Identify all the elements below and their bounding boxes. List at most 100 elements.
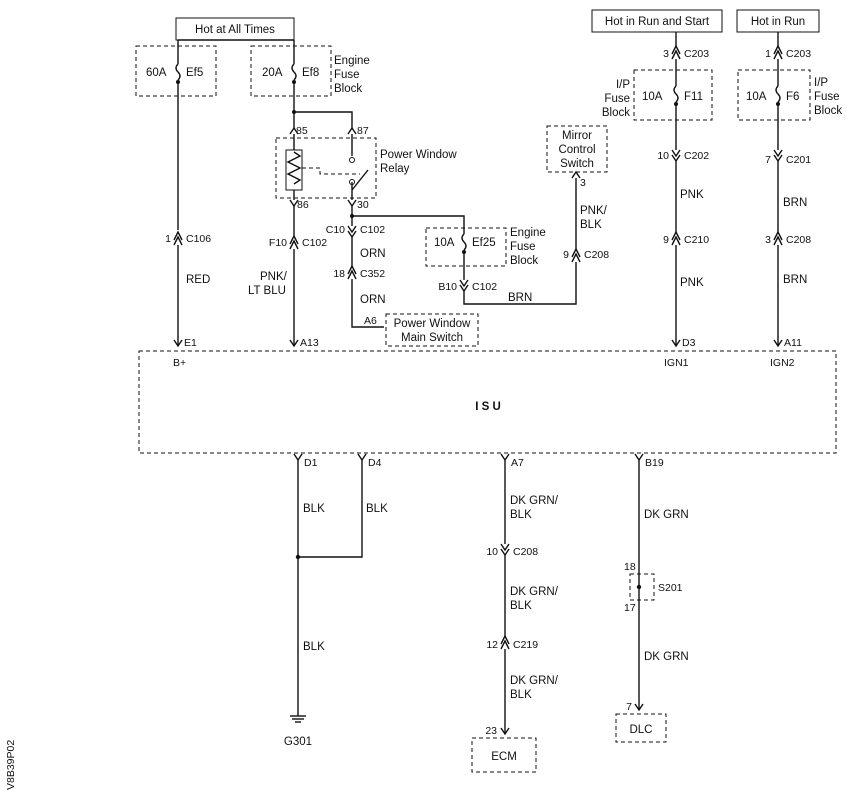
c201-connector-symbol bbox=[773, 149, 783, 163]
figure-id: V8B39P02 bbox=[5, 740, 17, 790]
d4-pin-symbol bbox=[357, 453, 367, 462]
f11-fuse-symbol bbox=[673, 85, 679, 103]
e1-pin-symbol bbox=[173, 339, 183, 348]
ef5-rating: 60A bbox=[146, 67, 167, 79]
engine-fuse-block-2-label-3: Block bbox=[510, 255, 538, 267]
c102-b10-name: C102 bbox=[472, 281, 497, 293]
power-window-main-switch-label-1: Power Window bbox=[394, 318, 471, 330]
pin-e1: E1 bbox=[184, 337, 197, 349]
wire-color-dkgrn-blk-3a: DK GRN/ bbox=[510, 675, 559, 687]
wire-color-dkgrn-upper: DK GRN bbox=[644, 509, 689, 521]
relay-linkage bbox=[302, 167, 360, 175]
wire-color-blk-d4: BLK bbox=[366, 503, 388, 515]
ecm-pin: 23 bbox=[485, 725, 497, 737]
power-window-relay-label-2: Relay bbox=[380, 163, 410, 175]
ip-fuse-block-a-label-1: I/P bbox=[616, 79, 630, 91]
f6-fuse-box bbox=[737, 69, 811, 121]
hot-in-run-label: Hot in Run bbox=[751, 16, 805, 28]
ef5-name: Ef5 bbox=[186, 67, 203, 79]
c102-b10-connector-symbol bbox=[459, 279, 469, 293]
pin-a7: A7 bbox=[511, 457, 524, 469]
c208-low-pin: 10 bbox=[486, 546, 498, 558]
ef25-rating: 10A bbox=[434, 237, 455, 249]
c102-f10-name: C102 bbox=[302, 237, 327, 249]
engine-fuse-block-label-3: Block bbox=[334, 83, 362, 95]
c203-a-connector-symbol bbox=[671, 44, 681, 60]
wire-color-dkgrn-blk-1b: BLK bbox=[510, 509, 532, 521]
ef8-fuse-symbol bbox=[291, 63, 297, 81]
c208-right-name: C208 bbox=[786, 234, 811, 246]
mirror-control-switch-label-3: Switch bbox=[560, 158, 594, 170]
c203-a-name: C203 bbox=[684, 48, 709, 60]
wire-color-blk-lower: BLK bbox=[303, 641, 325, 653]
wire-color-pnk-lt-blu-2: LT BLU bbox=[248, 285, 286, 297]
pin-a13: A13 bbox=[300, 337, 319, 349]
isu-label: I S U bbox=[475, 401, 501, 413]
c203-b-name: C203 bbox=[786, 48, 811, 60]
a11-pin-symbol bbox=[773, 339, 783, 348]
pin-d1: D1 bbox=[304, 457, 318, 469]
dlc-pin-symbol bbox=[634, 703, 644, 712]
c352-pin: 18 bbox=[333, 268, 345, 280]
wire-color-pnk-lt-blu-1: PNK/ bbox=[260, 271, 288, 283]
f11-fuse-box bbox=[633, 69, 713, 121]
wire-to-87 bbox=[294, 111, 353, 128]
c208-top-connector-symbol bbox=[571, 247, 581, 263]
wire-color-brn-upper: BRN bbox=[783, 197, 807, 209]
relay-pin-30: 30 bbox=[357, 199, 369, 211]
s201-splice-box bbox=[629, 573, 655, 601]
relay-switch-arm bbox=[351, 169, 369, 191]
c102-c10-name: C102 bbox=[360, 224, 385, 236]
wire-color-blk-d1: BLK bbox=[303, 503, 325, 515]
c203-a-pin: 3 bbox=[663, 48, 669, 60]
wire-color-dkgrn-lower: DK GRN bbox=[644, 651, 689, 663]
ecm-pin-symbol bbox=[500, 727, 510, 736]
power-window-relay-label-1: Power Window bbox=[380, 149, 457, 161]
c208-top-name: C208 bbox=[584, 249, 609, 261]
pin-ign2: IGN2 bbox=[770, 357, 795, 369]
f6-name: F6 bbox=[786, 91, 799, 103]
b19-pin-symbol bbox=[634, 453, 644, 462]
relay-coil-winding bbox=[286, 151, 302, 185]
pin-d3: D3 bbox=[682, 337, 696, 349]
c102-b10-pin: B10 bbox=[438, 281, 457, 293]
wire-color-dkgrn-blk-1a: DK GRN/ bbox=[510, 495, 559, 507]
ef25-fuse-symbol bbox=[461, 233, 467, 251]
c208-top-pin: 9 bbox=[563, 249, 569, 261]
ef25-fuse-box bbox=[425, 227, 507, 267]
d1-pin-symbol bbox=[293, 453, 303, 462]
wire-color-brn-lower: BRN bbox=[783, 274, 807, 286]
ip-fuse-block-a-label-2: Fuse bbox=[604, 93, 630, 105]
ef8-rating: 20A bbox=[262, 67, 283, 79]
f6-fuse-symbol bbox=[775, 85, 781, 103]
s201-splice-dot bbox=[636, 584, 642, 590]
f6-rating: 10A bbox=[746, 91, 767, 103]
ground-g301: G301 bbox=[284, 736, 312, 748]
c208-low-name: C208 bbox=[513, 546, 538, 558]
c219-connector-symbol bbox=[500, 634, 510, 650]
c219-pin: 12 bbox=[486, 639, 498, 651]
power-window-main-switch-box bbox=[385, 313, 479, 347]
c202-name: C202 bbox=[684, 150, 709, 162]
wire-color-pnk-upper: PNK bbox=[680, 189, 704, 201]
c106-pin: 1 bbox=[165, 233, 171, 245]
dlc-box bbox=[615, 713, 667, 743]
c203-b-pin: 1 bbox=[765, 48, 771, 60]
ef8-fuse-box bbox=[250, 45, 332, 97]
s201-pin-out: 17 bbox=[624, 602, 636, 614]
dlc-pin: 7 bbox=[626, 701, 632, 713]
pin-b19: B19 bbox=[645, 457, 664, 469]
wire-blk-d4 bbox=[298, 460, 363, 558]
f11-name: F11 bbox=[684, 91, 703, 103]
power-window-relay-box bbox=[275, 137, 377, 199]
c102-c10-connector-symbol bbox=[347, 225, 357, 239]
ef8-name: Ef8 bbox=[302, 67, 319, 79]
s201-label: S201 bbox=[658, 582, 683, 594]
c202-pin: 10 bbox=[657, 150, 669, 162]
relay-pin-86: 86 bbox=[297, 199, 309, 211]
isu-module-box bbox=[138, 350, 837, 454]
ip-fuse-block-a-label-3: Block bbox=[602, 107, 630, 119]
mirror-pin-symbol bbox=[571, 170, 581, 179]
c210-connector-symbol bbox=[671, 230, 681, 246]
f11-rating: 10A bbox=[642, 91, 663, 103]
